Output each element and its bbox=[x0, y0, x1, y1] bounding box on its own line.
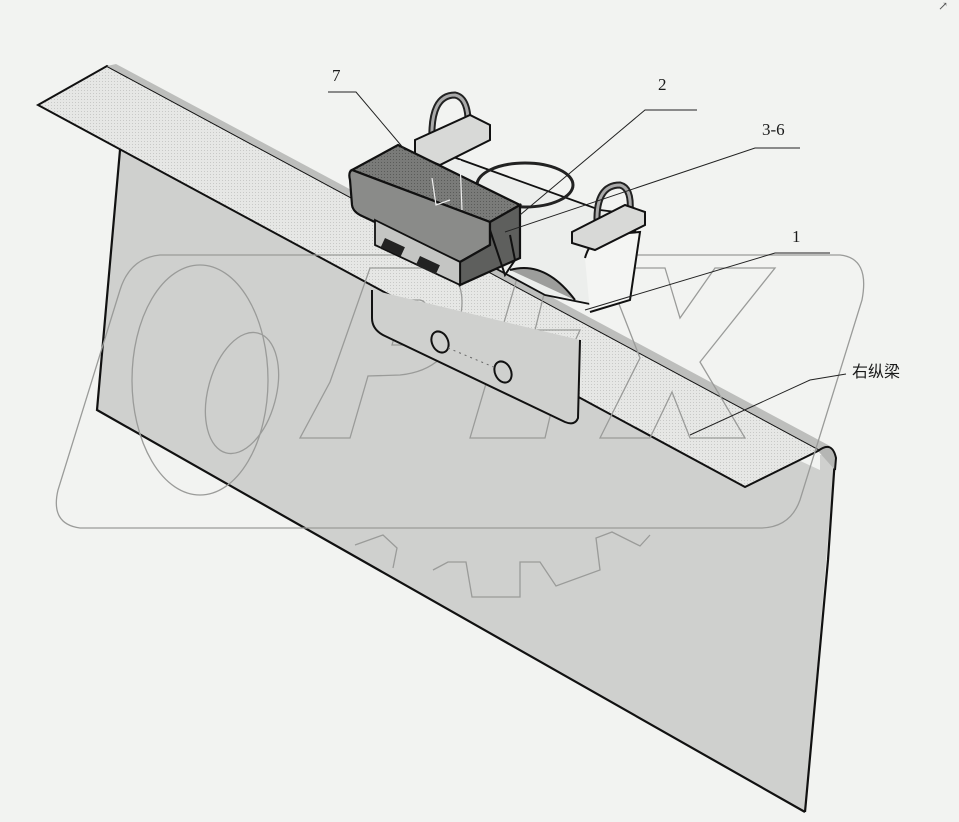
u-bolt-left bbox=[414, 91, 491, 167]
leader-lines bbox=[328, 91, 847, 436]
u-bolt-right bbox=[571, 181, 646, 252]
leader-3-6 bbox=[504, 147, 800, 233]
callout-1: 1 bbox=[792, 227, 801, 246]
leader-2 bbox=[519, 109, 697, 216]
module-7 bbox=[348, 143, 523, 287]
leader-7 bbox=[328, 91, 406, 151]
bracket-1 bbox=[371, 290, 581, 425]
callout-2: 2 bbox=[658, 75, 667, 94]
leader-1 bbox=[584, 252, 830, 311]
callout-7: 7 bbox=[332, 66, 341, 85]
callout-3-6: 3-6 bbox=[762, 120, 785, 139]
leader-frame bbox=[689, 373, 847, 436]
callout-right-frame-rail: 右纵梁 bbox=[852, 362, 901, 381]
corner-mark: ↗ bbox=[938, 0, 949, 13]
frame-rail-web bbox=[95, 149, 837, 813]
